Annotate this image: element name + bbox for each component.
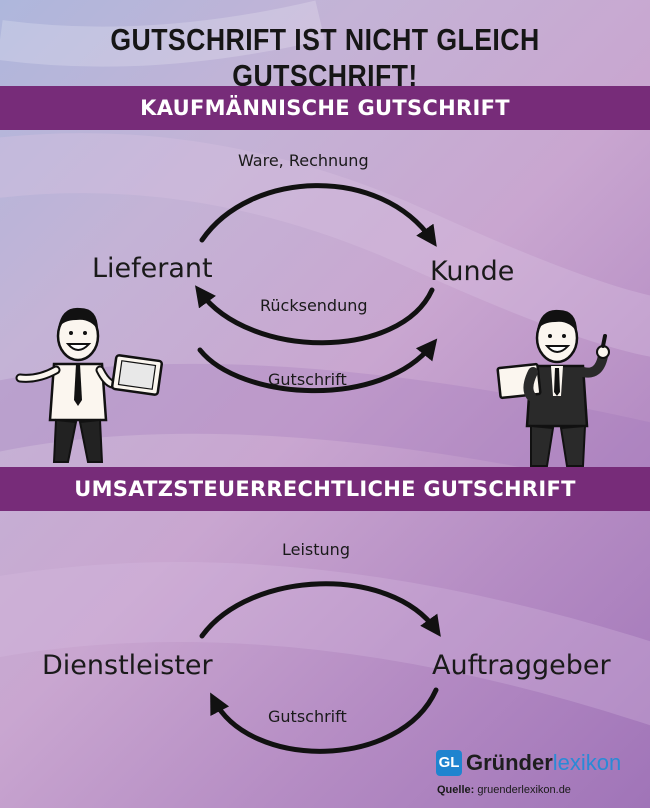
logo-text-strong: Gründer (466, 750, 553, 775)
flow-label-leistung: Leistung (282, 540, 350, 559)
logo-text-light: lexikon (552, 750, 622, 775)
arrow-ruecksendung (195, 285, 435, 346)
logo-badge: GL (436, 750, 462, 776)
arrow-gutschrift-2 (210, 687, 439, 754)
arrow-ware-rechnung (199, 183, 437, 247)
section-heading-kaufmaennisch: KAUFMÄNNISCHE GUTSCHRIFT (0, 86, 650, 130)
section-heading-umsatzsteuer: UMSATZSTEUERRECHTLICHE GUTSCHRIFT (0, 467, 650, 511)
source-line: Quelle: gruenderlexikon.de (437, 784, 571, 796)
flow-label-gutschrift-2: Gutschrift (268, 707, 347, 726)
flow-label-ware-rechnung: Ware, Rechnung (238, 151, 369, 170)
party-auftraggeber: Auftraggeber (432, 650, 611, 681)
party-kunde: Kunde (430, 256, 515, 287)
source-label: Quelle: (437, 784, 475, 796)
flow-label-gutschrift-1: Gutschrift (268, 370, 347, 389)
source-url: gruenderlexikon.de (477, 784, 571, 796)
flow-label-ruecksendung: Rücksendung (260, 296, 368, 315)
party-lieferant: Lieferant (92, 253, 213, 284)
party-dienstleister: Dienstleister (42, 650, 213, 681)
businessman-tablet-illustration (15, 307, 164, 463)
arrow-leistung (199, 581, 441, 639)
businessman-suit-illustration (496, 309, 610, 467)
arrow-gutschrift-1 (197, 338, 438, 394)
